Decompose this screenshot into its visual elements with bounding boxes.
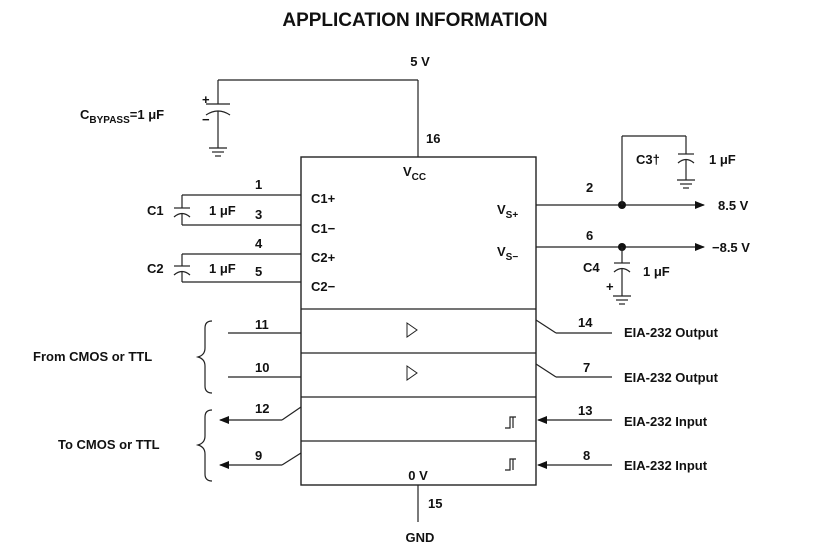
c4-name: C4 xyxy=(583,260,600,275)
receiver-1: 12 13 EIA-232 Input xyxy=(219,401,708,429)
pin-6-label: 6 xyxy=(586,228,593,243)
eia232-input-1-label: EIA-232 Input xyxy=(624,414,708,429)
chip-body xyxy=(300,156,537,486)
pin-10-label: 10 xyxy=(255,360,269,375)
bypass-capacitor: + − CBYPASS=1 μF xyxy=(80,92,231,157)
gnd-label: GND xyxy=(406,530,435,545)
page-title: APPLICATION INFORMATION xyxy=(282,10,547,31)
pin-4-label: 4 xyxy=(255,236,263,251)
c2-plus-pin-label: C2+ xyxy=(311,250,336,265)
from-group-brace xyxy=(195,320,213,394)
driver-1: 11 14 EIA-232 Output xyxy=(228,315,719,340)
vs-plus-output: C3† 1 μF 2 8.5 V VS+ xyxy=(497,135,749,221)
eia232-input-2-label: EIA-232 Input xyxy=(624,458,708,473)
ground-connection: 0 V 15 GND xyxy=(406,468,443,545)
pin-5-label: 5 xyxy=(255,264,262,279)
pin-14-label: 14 xyxy=(578,315,593,330)
vcc-pin-label: VCC xyxy=(403,164,426,183)
ic-package xyxy=(300,156,537,486)
vs-plus-pin-label: VS+ xyxy=(497,202,518,221)
to-group-brace xyxy=(195,409,213,482)
eia232-output-1-label: EIA-232 Output xyxy=(624,325,719,340)
pin-15-label: 15 xyxy=(428,496,442,511)
c4-value: 1 μF xyxy=(643,264,670,279)
supply-voltage-label: 5 V xyxy=(410,54,430,69)
c1-name: C1 xyxy=(147,203,164,218)
pin-13-label: 13 xyxy=(578,403,592,418)
pin-12-label: 12 xyxy=(255,401,269,416)
vs-minus-output: + C4 1 μF 6 −8.5 V VS− xyxy=(497,228,750,305)
pin-11-label: 11 xyxy=(255,317,269,332)
vs-plus-voltage: 8.5 V xyxy=(718,198,749,213)
receiver-2: 9 8 EIA-232 Input xyxy=(219,448,708,473)
vs-minus-voltage: −8.5 V xyxy=(712,240,750,255)
to-cmos-group: To CMOS or TTL xyxy=(58,409,213,482)
bypass-capacitor-label: CBYPASS=1 μF xyxy=(80,107,164,126)
eia232-output-2-label: EIA-232 Output xyxy=(624,370,719,385)
pin-3-label: 3 xyxy=(255,207,262,222)
vs-minus-pin-label: VS− xyxy=(497,244,518,263)
c1-minus-pin-label: C1− xyxy=(311,221,336,236)
pin-1-label: 1 xyxy=(255,177,262,192)
vcc-supply: 5 V 16 VCC xyxy=(217,54,440,183)
ground-voltage-label: 0 V xyxy=(408,468,428,483)
c2-name: C2 xyxy=(147,261,164,276)
bypass-plus-sign: + xyxy=(202,92,210,107)
pin-16-label: 16 xyxy=(426,131,440,146)
c3-value: 1 μF xyxy=(709,152,736,167)
c1-value: 1 μF xyxy=(209,203,236,218)
pin-7-label: 7 xyxy=(583,360,590,375)
driver-2-buffer-icon xyxy=(406,365,418,381)
c2-minus-pin-label: C2− xyxy=(311,279,336,294)
to-cmos-label: To CMOS or TTL xyxy=(58,437,160,452)
receiver-1-schmitt-icon xyxy=(505,416,516,429)
driver-1-buffer-icon xyxy=(406,322,418,338)
from-cmos-label: From CMOS or TTL xyxy=(33,349,152,364)
c4-plus-sign: + xyxy=(606,279,614,294)
pin-9-label: 9 xyxy=(255,448,262,463)
c3-label: C3† xyxy=(636,152,660,167)
pin-2-label: 2 xyxy=(586,180,593,195)
c1-capacitor: C1 1 μF 1 3 C1+ C1− xyxy=(147,177,336,236)
bypass-minus-sign: − xyxy=(202,112,210,127)
c2-value: 1 μF xyxy=(209,261,236,276)
pin-8-label: 8 xyxy=(583,448,590,463)
driver-2: 10 7 EIA-232 Output xyxy=(228,360,719,385)
receiver-2-schmitt-icon xyxy=(505,458,516,471)
from-cmos-group: From CMOS or TTL xyxy=(33,320,213,394)
c2-capacitor: C2 1 μF 4 5 C2+ C2− xyxy=(147,236,336,294)
c1-plus-pin-label: C1+ xyxy=(311,191,336,206)
